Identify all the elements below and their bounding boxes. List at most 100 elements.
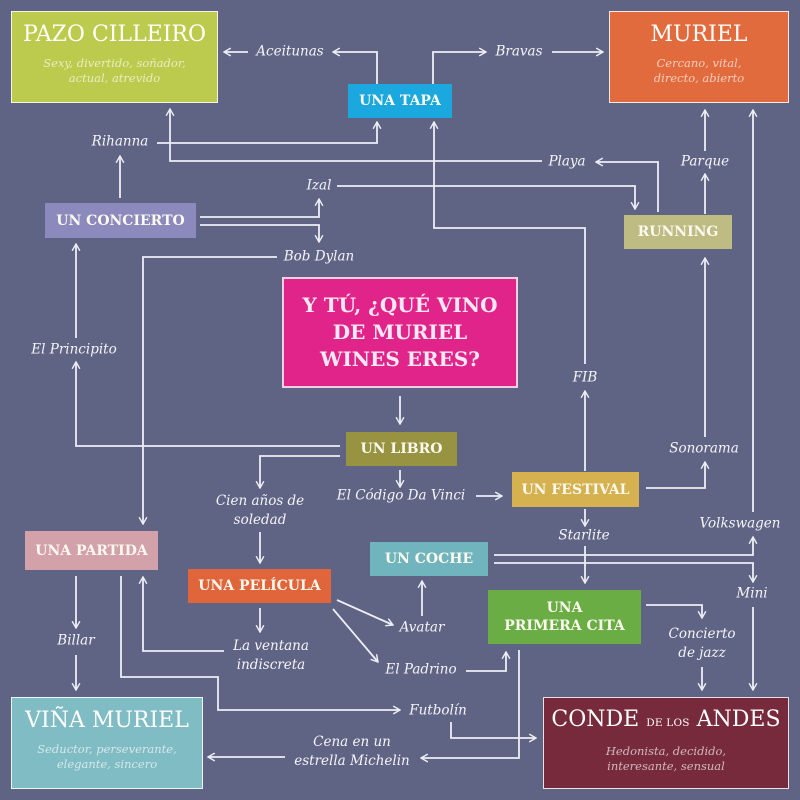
- option-mini: Mini: [736, 585, 768, 602]
- arrow-padrino-to-primera-cita: [466, 652, 506, 672]
- wine-name: MURIEL: [650, 22, 748, 47]
- option-line: de jazz: [678, 645, 726, 661]
- wine-name: PAZO CILLEIRO: [22, 22, 207, 47]
- choice-label-line: PRIMERA CITA: [504, 618, 625, 634]
- wine-name: CONDE DE LOS ANDES: [551, 707, 780, 736]
- choice-label: UN COCHE: [384, 551, 474, 567]
- wine-traits: Sexy, divertido, soñador, actual, atrevi…: [43, 56, 185, 86]
- choice-running: RUNNING: [624, 215, 732, 249]
- title-line: Y TÚ, ¿QUÉ VINO: [302, 293, 498, 317]
- traits-line: Cercano, vital,: [656, 56, 742, 70]
- option-fib: FIB: [572, 369, 598, 386]
- wine-muriel: MURIEL Cercano, vital, directo, abierto: [609, 11, 789, 103]
- arrow-pelicula-to-avatar: [336, 599, 393, 625]
- arrow-concierto-to-bob-dylan: [200, 224, 319, 242]
- traits-line: directo, abierto: [653, 71, 745, 85]
- choice-label-line: UNA: [546, 600, 583, 616]
- traits-line: elegante, sincero: [56, 757, 158, 771]
- option-izal: Izal: [306, 177, 332, 194]
- option-parque: Parque: [680, 153, 730, 170]
- arrow-tapa-to-aceitunas: [333, 52, 378, 84]
- choice-label: UNA TAPA: [359, 93, 441, 109]
- title-line: DE MURIEL: [332, 320, 468, 344]
- option-rihanna: Rihanna: [91, 133, 149, 150]
- option-line: Cien años de: [215, 493, 305, 509]
- choice-una-primera-cita: UNA PRIMERA CITA: [488, 590, 641, 644]
- wine-traits: Cercano, vital, directo, abierto: [654, 56, 744, 86]
- option-line: indiscreta: [236, 657, 306, 673]
- wine-pazo-cilleiro: PAZO CILLEIRO Sexy, divertido, soñador, …: [11, 11, 218, 103]
- arrow-libro-to-principito: [76, 362, 340, 447]
- choice-una-pelicula: UNA PELÍCULA: [188, 569, 331, 603]
- wine-traits: Hedonista, decidido, interesante, sensua…: [606, 744, 726, 774]
- arrow-pelicula-to-padrino: [332, 608, 378, 662]
- traits-line: actual, atrevido: [68, 71, 161, 85]
- title-line: WINES ERES?: [319, 347, 481, 371]
- option-playa: Playa: [548, 153, 586, 170]
- arrow-ventana-to-partida: [143, 577, 224, 652]
- option-cena-estrella-michelin: Cena en un estrella Michelin: [294, 733, 409, 771]
- option-el-padrino: El Padrino: [385, 661, 457, 678]
- arrow-rihanna-to-tapa: [157, 122, 377, 144]
- option-aceitunas: Aceitunas: [256, 43, 324, 60]
- arrow-primera-cita-to-jazz: [646, 604, 702, 618]
- option-el-principito: El Principito: [31, 341, 117, 358]
- arrow-coche-to-volkswagen: [494, 537, 753, 556]
- arrow-futbolin-to-conde: [450, 722, 536, 738]
- option-avatar: Avatar: [399, 619, 445, 636]
- option-line: Concierto: [668, 626, 736, 642]
- wine-name-part-small: DE LOS: [646, 716, 690, 729]
- wine-name-part: CONDE: [551, 706, 640, 732]
- wine-conde-de-los-andes: CONDE DE LOS ANDES Hedonista, decidido, in…: [543, 697, 789, 789]
- wine-name: VIÑA MURIEL: [25, 708, 189, 733]
- main-question-title: Y TÚ, ¿QUÉ VINO DE MURIEL WINES ERES?: [282, 277, 518, 388]
- option-sonorama: Sonorama: [669, 440, 739, 457]
- arrow-partida-to-futbolin: [120, 576, 400, 710]
- option-line: estrella Michelin: [294, 753, 410, 769]
- arrow-coche-to-mini: [494, 562, 753, 582]
- choice-label: UN CONCIERTO: [56, 212, 185, 229]
- arrow-concierto-to-izal: [200, 199, 319, 218]
- choice-una-tapa: UNA TAPA: [348, 84, 452, 118]
- traits-line: interesante, sensual: [607, 758, 725, 773]
- choice-un-concierto: UN CONCIERTO: [45, 203, 196, 238]
- traits-line: Seductor, perseverante,: [37, 742, 177, 756]
- traits-line: Sexy, divertido, soñador,: [43, 56, 186, 70]
- option-volkswagen: Volkswagen: [699, 515, 781, 532]
- arrow-primera-cita-to-cena: [421, 650, 520, 758]
- choice-label: UNA PARTIDA: [35, 542, 148, 559]
- wine-vina-muriel: VIÑA MURIEL Seductor, perseverante, eleg…: [11, 697, 203, 789]
- option-bob-dylan: Bob Dylan: [283, 248, 355, 265]
- choice-label: RUNNING: [637, 224, 719, 240]
- arrow-libro-to-cien-anos: [260, 455, 340, 488]
- option-line: La ventana: [233, 638, 309, 654]
- option-futbolin: Futbolín: [409, 702, 467, 719]
- option-la-ventana-indiscreta: La ventana indiscreta: [233, 637, 309, 675]
- wine-traits: Seductor, perseverante, elegante, sincer…: [37, 742, 177, 772]
- choice-un-coche: UN COCHE: [370, 542, 488, 576]
- option-el-codigo-da-vinci: El Código Da Vinci: [336, 487, 466, 504]
- arrow-festival-to-sonorama: [646, 462, 705, 489]
- choice-label: UNA PELÍCULA: [198, 578, 321, 594]
- arrow-fib-to-tapa: [434, 122, 586, 364]
- arrow-bob-dylan-to-partida: [143, 256, 277, 524]
- arrow-izal-to-running: [337, 185, 635, 209]
- choice-label: UN LIBRO: [360, 441, 443, 457]
- wine-name-part: ANDES: [696, 706, 781, 732]
- choice-un-festival: UN FESTIVAL: [512, 472, 639, 507]
- arrow-running-to-playa: [596, 162, 659, 212]
- arrow-tapa-to-bravas: [432, 52, 486, 84]
- option-line: Cena en un: [313, 734, 391, 750]
- option-cien-anos-de-soledad: Cien años de soledad: [216, 492, 304, 530]
- option-starlite: Starlite: [558, 527, 610, 544]
- option-billar: Billar: [57, 632, 95, 649]
- choice-un-libro: UN LIBRO: [346, 432, 457, 466]
- arrow-playa-to-pazo: [170, 109, 542, 162]
- choice-una-partida: UNA PARTIDA: [25, 531, 158, 570]
- traits-line: Hedonista, decidido,: [605, 743, 727, 758]
- option-concierto-de-jazz: Concierto de jazz: [668, 625, 735, 663]
- option-bravas: Bravas: [495, 43, 543, 60]
- choice-label: UN FESTIVAL: [521, 481, 630, 498]
